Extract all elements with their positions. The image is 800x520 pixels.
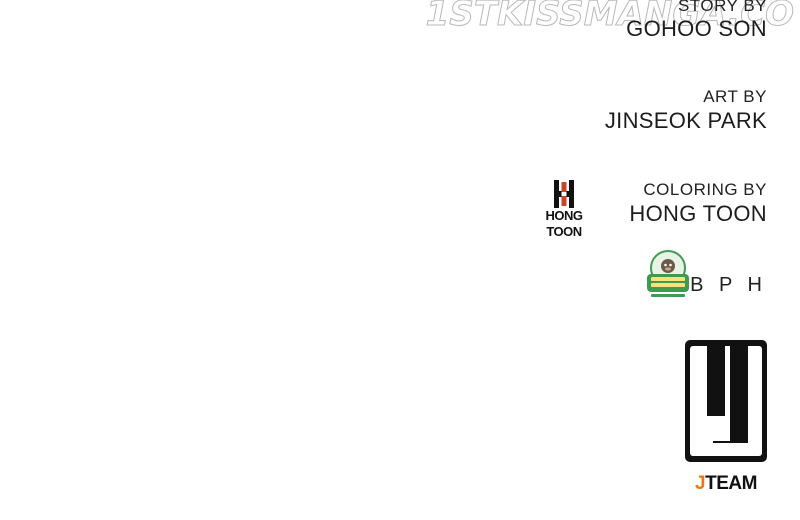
hong-toon-mark-icon (554, 180, 574, 208)
hong-toon-logo-line2: TOON (546, 224, 582, 239)
bph-credit: B P H (690, 274, 767, 296)
jteam-label: JTEAM (683, 473, 769, 495)
story-label: STORY BY (677, 0, 767, 15)
watermark-text: 1STKISSMANGA.CO (425, 0, 794, 35)
jteam-logo: JTEAM (683, 338, 769, 495)
jteam-j-mark-icon (685, 340, 767, 462)
story-name: GOHOO SON (626, 16, 767, 41)
coloring-label: COLORING BY (643, 180, 767, 199)
jteam-label-j: J (695, 473, 706, 494)
hong-toon-logo-line1: HONG (545, 208, 584, 223)
hong-toon-logo: HONG TOON (544, 180, 584, 240)
game-changer-badge-icon (645, 249, 691, 301)
jteam-label-team: TEAM (705, 473, 757, 494)
coloring-name: HONG TOON (629, 201, 767, 226)
art-label: ART BY (703, 87, 767, 106)
art-name: JINSEOK PARK (604, 108, 767, 133)
